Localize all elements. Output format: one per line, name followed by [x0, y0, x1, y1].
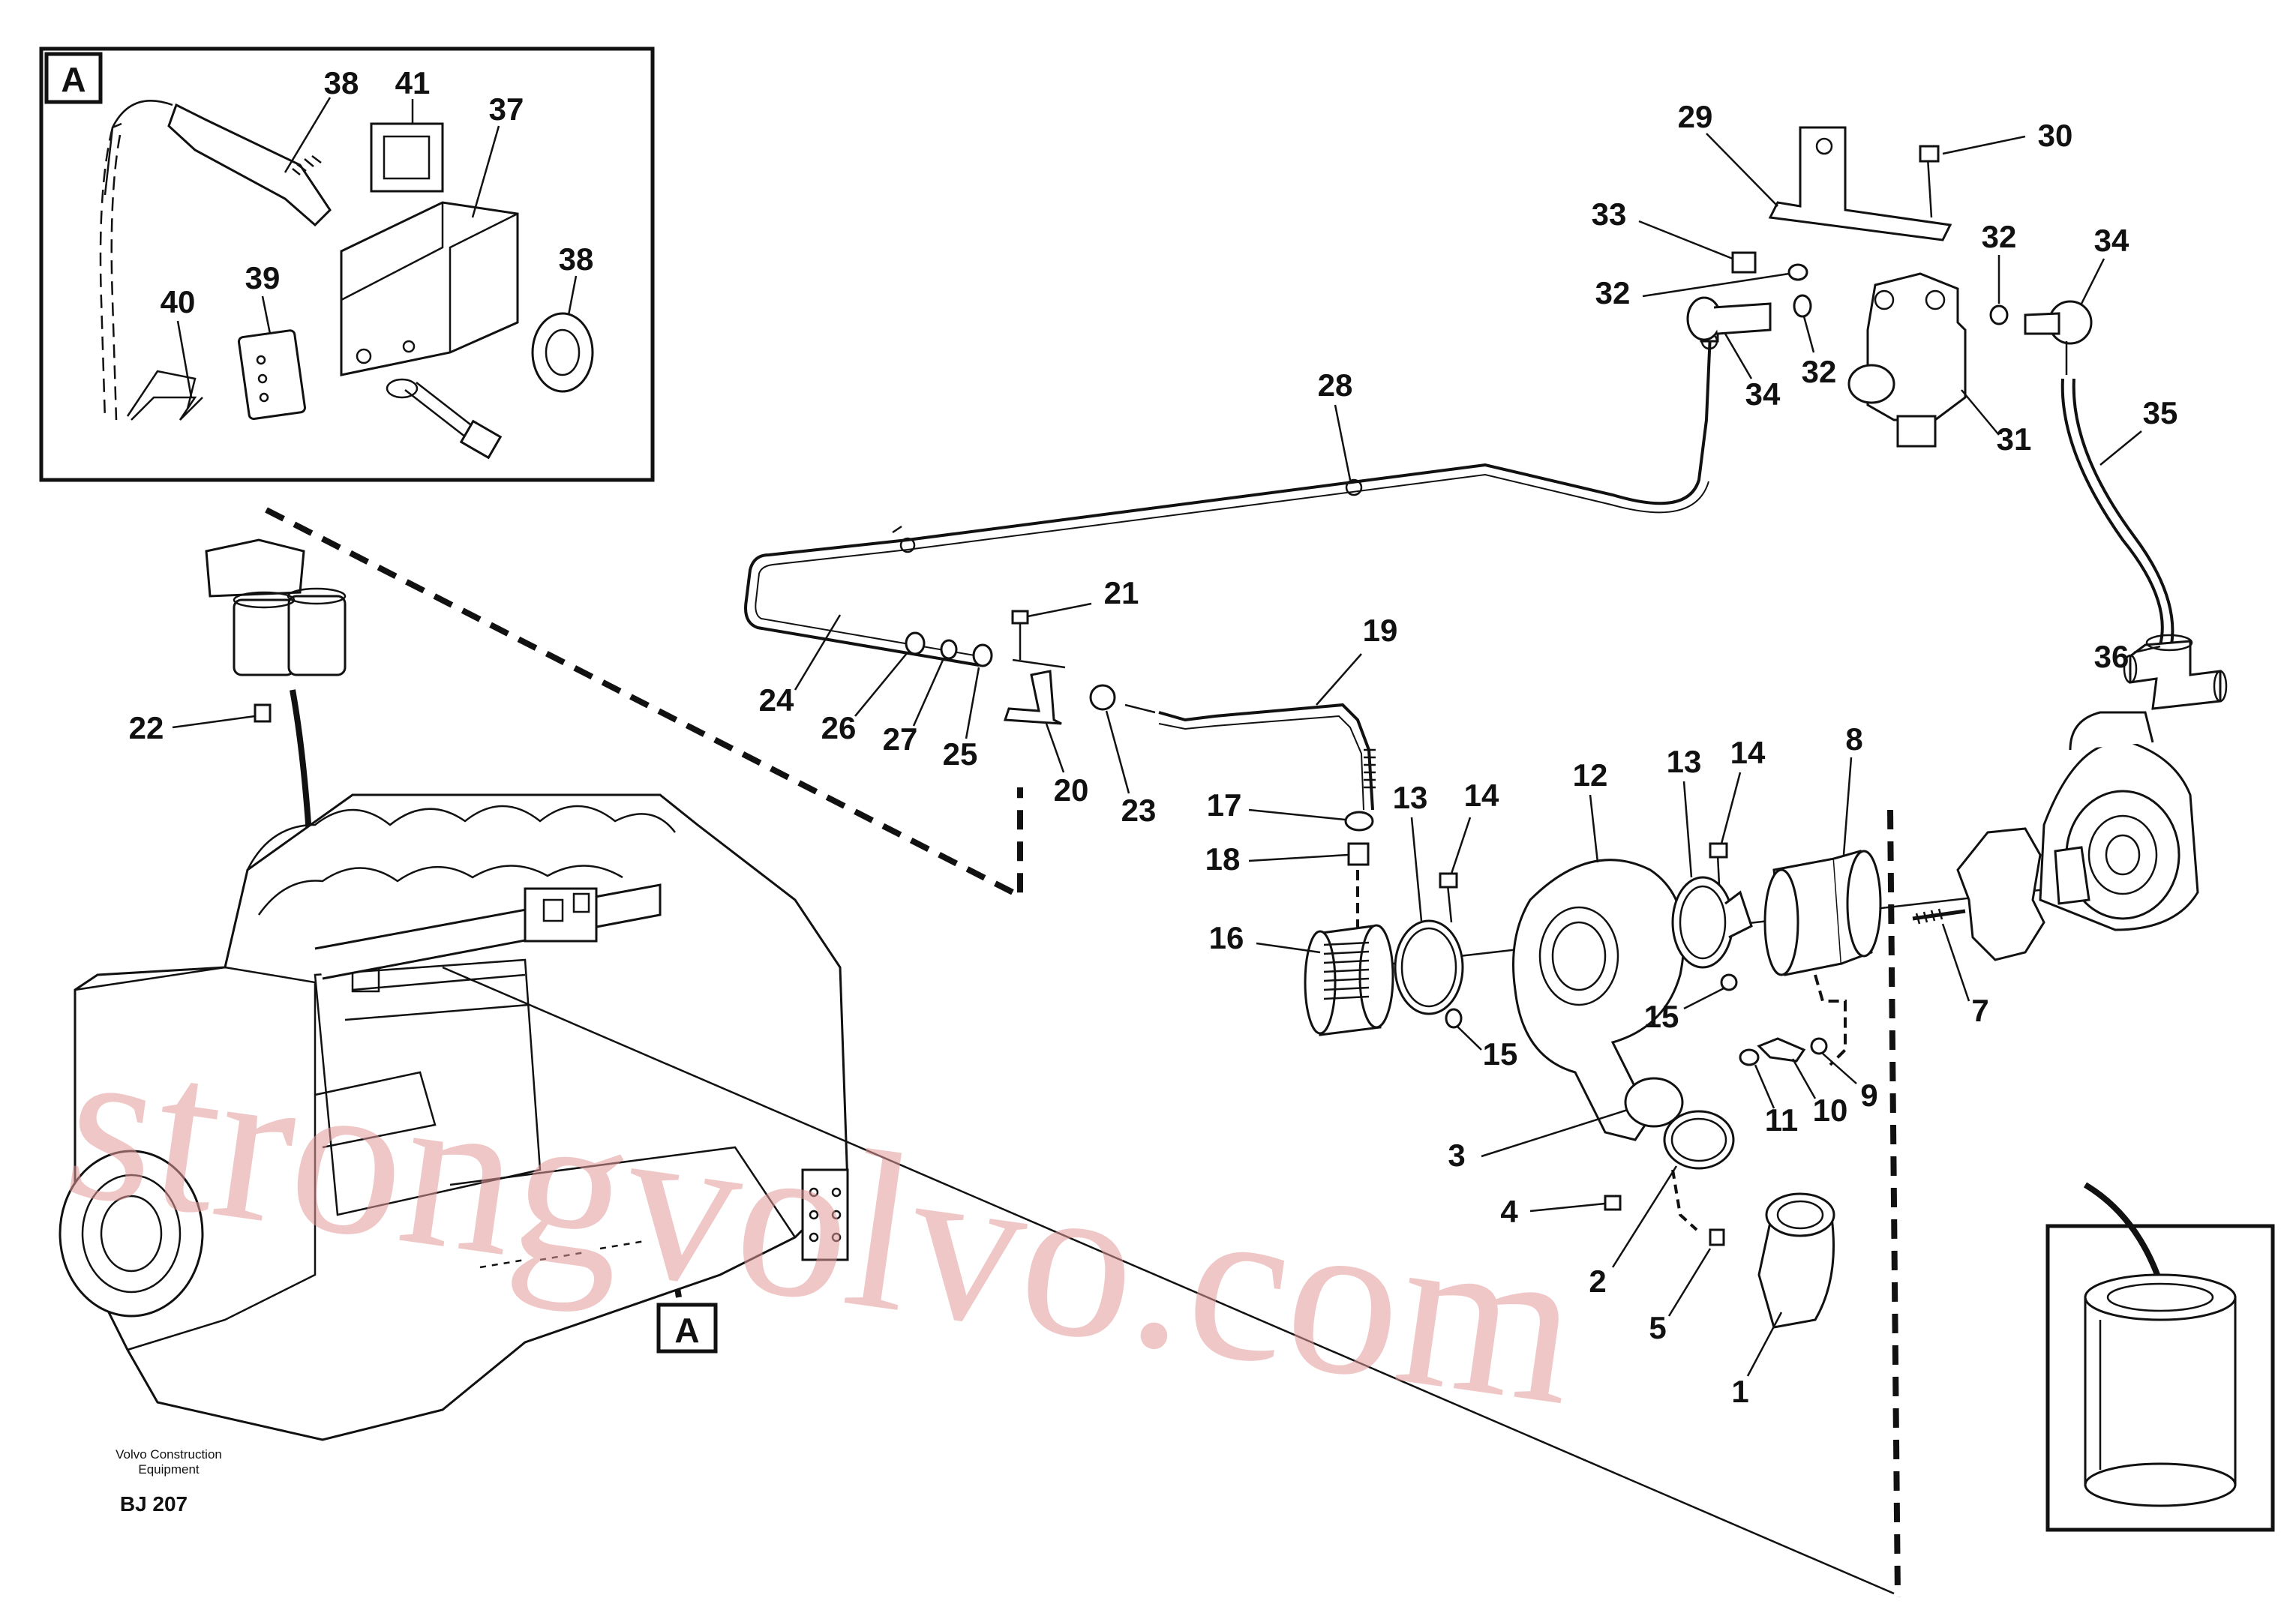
callout-39: 39 — [245, 260, 281, 295]
detail-box-a: A 38 41 37 38 — [39, 46, 655, 482]
callout-15-left: 15 — [1483, 1036, 1518, 1072]
callout-2: 2 — [1589, 1264, 1606, 1299]
callout-7: 7 — [1971, 993, 1988, 1028]
compressor-pipe — [744, 306, 1719, 667]
callout-30: 30 — [2038, 118, 2073, 153]
callout-1: 1 — [1731, 1374, 1748, 1409]
callout-32-bottom: 32 — [1802, 354, 1837, 389]
callout-4: 4 — [1500, 1194, 1518, 1229]
valve-assembly — [1686, 126, 2228, 710]
callout-27: 27 — [883, 721, 918, 757]
callout-34-right: 34 — [2094, 223, 2129, 258]
callout-38-top: 38 — [324, 65, 359, 100]
callout-26: 26 — [821, 710, 857, 745]
callout-11: 11 — [1765, 1102, 1798, 1138]
callout-24: 24 — [759, 682, 794, 718]
callout-13-right: 13 — [1667, 744, 1702, 779]
small-fittings — [905, 610, 1376, 939]
callout-10: 10 — [1813, 1093, 1848, 1128]
caption-line-2: Equipment — [138, 1462, 200, 1477]
callout-37: 37 — [489, 91, 524, 127]
fuel-filter-assembly: 22 — [129, 538, 347, 745]
callout-19: 19 — [1363, 613, 1398, 648]
callout-17: 17 — [1207, 787, 1242, 823]
callout-14-right: 14 — [1730, 735, 1766, 770]
callout-15-right: 15 — [1644, 999, 1679, 1034]
callout-16: 16 — [1209, 920, 1244, 955]
callout-8: 8 — [1845, 721, 1862, 757]
callout-40: 40 — [161, 284, 196, 319]
callout-33: 33 — [1592, 196, 1627, 232]
callout-9: 9 — [1860, 1078, 1877, 1113]
callout-31: 31 — [1997, 421, 2032, 457]
engine-block — [59, 793, 849, 1441]
intake-components — [1304, 711, 2199, 1329]
callout-41: 41 — [395, 65, 431, 100]
callout-3: 3 — [1448, 1138, 1465, 1173]
sensor-38 — [104, 100, 332, 227]
callout-23: 23 — [1121, 793, 1157, 828]
callout-32-left: 32 — [1595, 275, 1631, 310]
oil-filter-box — [2045, 1224, 2275, 1532]
detail-box-a-letter: A — [61, 60, 86, 99]
callout-36: 36 — [2094, 639, 2129, 674]
callout-18: 18 — [1205, 841, 1241, 877]
callout-21: 21 — [1104, 575, 1139, 610]
callout-22: 22 — [129, 710, 164, 745]
callout-32-right: 32 — [1982, 219, 2017, 254]
detail-marker-a: A — [674, 1311, 699, 1350]
callout-12: 12 — [1573, 757, 1608, 793]
callout-14-left: 14 — [1464, 778, 1499, 813]
callout-5: 5 — [1649, 1310, 1666, 1345]
callout-34-left: 34 — [1745, 376, 1781, 412]
drawing-code: BJ 207 — [120, 1492, 188, 1516]
callout-29: 29 — [1678, 99, 1713, 134]
caption-line-1: Volvo Construction — [116, 1447, 222, 1462]
callout-28: 28 — [1318, 367, 1353, 403]
callout-35: 35 — [2143, 395, 2178, 430]
callout-20: 20 — [1054, 772, 1089, 808]
callout-25: 25 — [943, 736, 978, 772]
callout-38-right: 38 — [559, 241, 594, 277]
callout-13-left: 13 — [1393, 780, 1428, 815]
